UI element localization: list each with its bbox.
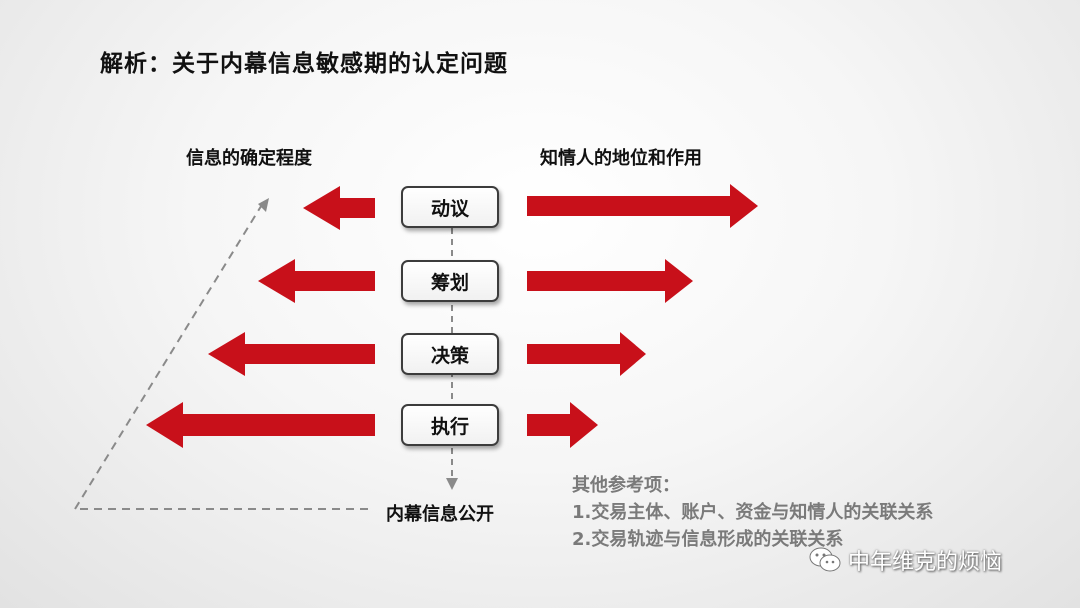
left-arrow-1 bbox=[303, 186, 375, 230]
stage-box-execution: 执行 bbox=[401, 404, 499, 446]
stage-box-decision: 决策 bbox=[401, 333, 499, 375]
reference-item: 2.交易轨迹与信息形成的关联关系 bbox=[572, 529, 844, 550]
center-arrow-head bbox=[446, 478, 458, 490]
info-disclosure-label: 内幕信息公开 bbox=[386, 504, 494, 525]
right-arrow-4 bbox=[527, 402, 598, 448]
references-block: 其他参考项： 1.交易主体、账户、资金与知情人的关联关系 2.交易轨迹与信息形成… bbox=[572, 472, 933, 553]
right-arrow-2 bbox=[527, 259, 693, 303]
watermark-text: 中年维克的烦恼 bbox=[848, 550, 1003, 575]
wechat-icon bbox=[809, 547, 841, 572]
left-arrow-3 bbox=[208, 332, 375, 376]
references-heading: 其他参考项： bbox=[572, 475, 680, 496]
right-axis-label: 知情人的地位和作用 bbox=[540, 148, 702, 169]
right-arrow-3 bbox=[527, 332, 646, 376]
right-arrow-1 bbox=[527, 184, 758, 228]
diagonal-arrow-head bbox=[258, 198, 269, 212]
left-axis-label: 信息的确定程度 bbox=[186, 148, 312, 169]
left-arrow-4 bbox=[146, 402, 375, 448]
stage-box-planning: 筹划 bbox=[401, 260, 499, 302]
slide-title: 解析：关于内幕信息敏感期的认定问题 bbox=[100, 51, 508, 77]
watermark: 中年维克的烦恼 bbox=[808, 544, 1002, 576]
diagonal-dashed-line bbox=[74, 202, 264, 510]
stage-box-proposal: 动议 bbox=[401, 186, 499, 228]
left-arrow-2 bbox=[258, 259, 375, 303]
reference-item: 1.交易主体、账户、资金与知情人的关联关系 bbox=[572, 502, 934, 523]
